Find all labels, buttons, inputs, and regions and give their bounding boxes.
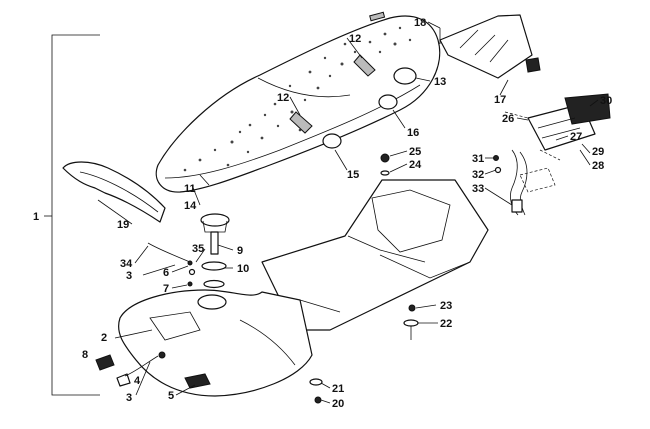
callout-14: 14 [184,200,197,212]
seat-cover [155,11,441,193]
callout-19: 19 [117,219,129,231]
callout-32: 32 [472,169,484,181]
callout-27: 27 [570,131,582,143]
seat-strap [289,54,376,134]
fuel-tank [118,289,313,397]
callout-30: 30 [600,95,612,107]
callout-7: 7 [163,283,169,295]
assembly-bracket [44,34,100,396]
fuel-cap [200,213,230,289]
leader-lines [97,21,599,404]
callout-24: 24 [409,159,422,171]
callout-28: 28 [592,160,604,172]
callout-35: 35 [192,243,204,255]
fasteners-right [380,153,502,176]
callout-5: 5 [168,390,174,402]
callout-25: 25 [409,146,421,158]
taillight-assembly [504,93,611,161]
callout-20: 20 [332,398,344,410]
callout-13: 13 [434,76,446,88]
callout-23: 23 [440,300,452,312]
fuel-hose [147,242,196,287]
callout-3: 3 [126,392,132,404]
callout-33: 33 [472,183,484,195]
callout-34: 34 [120,258,133,270]
callout-12: 12 [349,33,361,45]
callout-6: 6 [163,267,169,279]
callout-15: 15 [347,169,359,181]
callout-26: 26 [502,113,514,125]
callout-22: 22 [440,318,452,330]
callout-31: 31 [472,153,484,165]
callout-2: 2 [101,332,107,344]
callout-4: 4 [134,375,141,387]
callout-8: 8 [82,349,88,361]
fittings-left [95,354,159,387]
wiring-harness [510,149,556,216]
cap [322,67,417,149]
callout-21: 21 [332,383,344,395]
callout-18: 18 [414,17,426,29]
callout-29: 29 [592,146,604,158]
callout-16: 16 [407,127,419,139]
callout-10: 10 [237,263,249,275]
back-rest [62,161,166,223]
callout-12: 12 [277,92,289,104]
callout-9: 9 [237,245,243,257]
callout-11: 11 [184,183,196,195]
callout-1: 1 [33,211,39,223]
rear-storage-hood [439,14,541,79]
callout-labels: 1 2 3 3 4 5 6 7 8 9 10 11 12 12 13 14 15… [33,17,612,410]
fasteners-bottom [309,304,419,404]
callout-17: 17 [494,94,506,106]
callout-3: 3 [126,270,132,282]
